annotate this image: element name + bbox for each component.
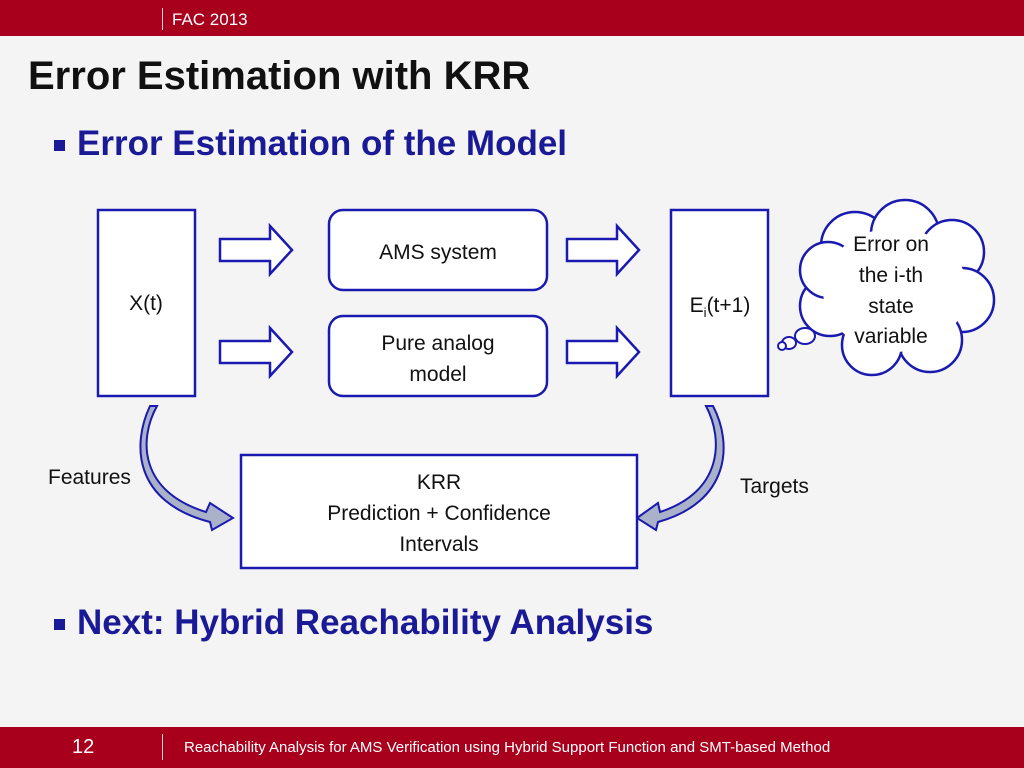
- error-box: Ei(t+1): [669, 208, 770, 398]
- page-number: 12: [72, 736, 95, 758]
- targets-label: Targets: [740, 475, 809, 498]
- footer-divider: [162, 734, 163, 760]
- analog-model-label-line1: Pure analog: [381, 332, 494, 355]
- features-label: Features: [48, 466, 131, 489]
- error-box-label: Ei(t+1): [690, 294, 751, 320]
- header-divider: [162, 8, 163, 30]
- targets-curved-arrow: [635, 405, 725, 532]
- block-arrow-icon: [218, 324, 294, 380]
- input-box-label: X(t): [129, 292, 163, 315]
- analog-model-box: Pure analog model: [327, 314, 549, 398]
- footer-text: Reachability Analysis for AMS Verificati…: [184, 739, 831, 756]
- cloud-text-line1: Error on: [853, 233, 929, 256]
- bullet-text: Next: Hybrid Reachability Analysis: [77, 603, 654, 642]
- block-arrow-icon: [218, 222, 294, 278]
- footer-bar: 12 Reachability Analysis for AMS Verific…: [0, 727, 1024, 768]
- conference-label: FAC 2013: [172, 10, 248, 29]
- ams-system-label: AMS system: [379, 241, 497, 264]
- bullet-text: Error Estimation of the Model: [77, 124, 568, 163]
- slide-title: Error Estimation with KRR: [28, 54, 531, 98]
- features-curved-arrow: [139, 405, 235, 532]
- input-box: X(t): [96, 208, 197, 398]
- block-arrow-icon: [565, 324, 641, 380]
- krr-label-line3: Intervals: [399, 533, 478, 556]
- krr-label-line2: Prediction + Confidence: [327, 502, 551, 525]
- bullet-square-icon: [54, 618, 65, 630]
- ams-system-box: AMS system: [327, 208, 549, 292]
- bullet-square-icon: [54, 139, 65, 151]
- cloud-text-line3: state: [868, 295, 914, 318]
- cloud-text-line2: the i-th: [859, 264, 923, 287]
- block-arrow-icon: [565, 222, 641, 278]
- analog-model-label-line2: model: [409, 363, 466, 386]
- bullet-item: Next: Hybrid Reachability Analysis: [54, 603, 653, 643]
- bullet-item: Error Estimation of the Model: [54, 124, 567, 164]
- thought-cloud: Error on the i-th state variable: [777, 198, 996, 377]
- header-bar: FAC 2013: [0, 0, 1024, 36]
- cloud-text-line4: variable: [854, 325, 928, 348]
- krr-box: KRR Prediction + Confidence Intervals: [239, 453, 639, 570]
- krr-label-line1: KRR: [417, 471, 461, 494]
